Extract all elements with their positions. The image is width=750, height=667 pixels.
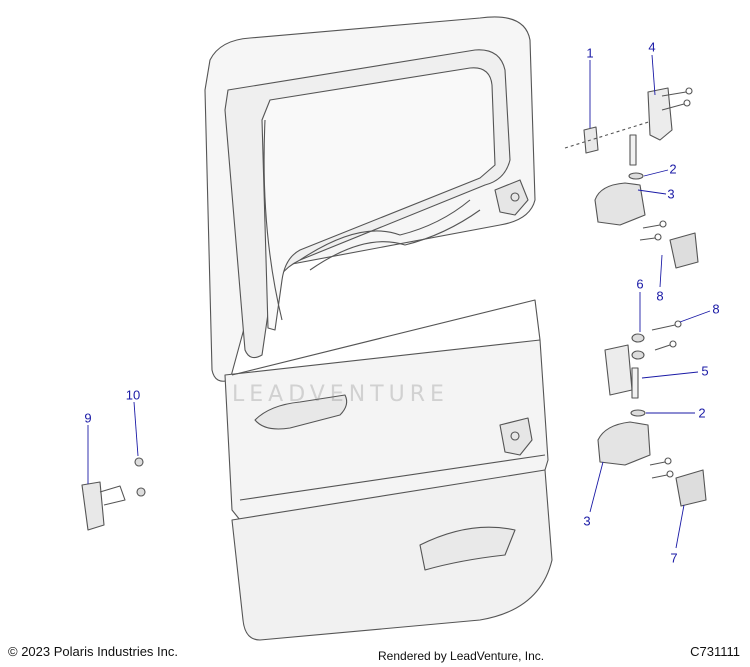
upper-door-panel	[204, 16, 536, 382]
washer-upper-2	[628, 172, 644, 180]
callout-10[interactable]: 10	[125, 387, 141, 403]
bushing-6	[631, 333, 645, 360]
washer-lower-2	[630, 409, 646, 417]
callout-8[interactable]: 8	[712, 301, 720, 317]
callout-7[interactable]: 7	[670, 550, 678, 566]
callout-8[interactable]: 8	[656, 288, 664, 304]
upper-hinge-plate-1	[564, 119, 656, 154]
callout-1[interactable]: 1	[586, 45, 594, 61]
lower-bolts-8	[651, 320, 682, 351]
upper-hinge-cover	[669, 232, 699, 269]
callout-9[interactable]: 9	[84, 410, 92, 426]
hinge-pin-upper	[629, 134, 637, 166]
rendered-by-text: Rendered by LeadVenture, Inc.	[378, 649, 545, 663]
callout-6[interactable]: 6	[636, 276, 644, 292]
upper-hinge-bracket-4	[647, 87, 693, 141]
hinge-pin-lower	[631, 367, 639, 399]
callout-3[interactable]: 3	[667, 186, 675, 202]
upper-bolts-8	[639, 220, 667, 241]
callout-2[interactable]: 2	[698, 405, 706, 421]
drawing-number: C731111	[690, 644, 740, 659]
lower-hinge-bracket-5	[604, 344, 633, 396]
watermark: LEADVENTURE	[232, 382, 449, 407]
lower-hinge-cover-7	[675, 469, 707, 507]
striker-bolts-10	[134, 457, 146, 497]
callout-2[interactable]: 2	[669, 161, 677, 177]
lower-bolts	[649, 457, 674, 479]
upper-hinge-half-3	[594, 182, 646, 226]
leader-lines	[87, 54, 711, 549]
callout-3[interactable]: 3	[583, 513, 591, 529]
lower-hinge-half-3	[597, 421, 651, 466]
lower-door-panel	[224, 299, 553, 641]
copyright-text: © 2023 Polaris Industries Inc.	[8, 644, 178, 659]
callout-4[interactable]: 4	[648, 39, 656, 55]
door-striker-9	[81, 481, 126, 531]
callout-5[interactable]: 5	[701, 363, 709, 379]
